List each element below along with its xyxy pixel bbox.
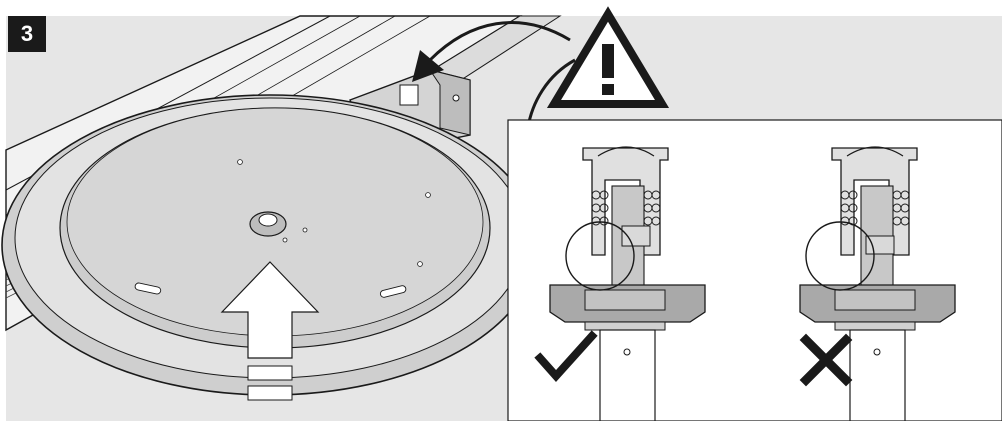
detail-view-correct [549,146,706,421]
detail-view-incorrect [799,146,956,421]
detail-circle-correct [565,221,635,291]
detail-panel [507,119,1002,421]
warning-triangle-icon [546,6,670,108]
guidance-arrowhead-top [412,50,444,82]
check-mark-icon [534,330,598,382]
luminaire-disc [1,94,539,396]
detail-circle-incorrect [805,221,875,291]
step-number-badge: 3 [8,16,46,52]
cross-mark-icon [799,333,853,387]
push-up-arrow-icon [220,261,320,401]
